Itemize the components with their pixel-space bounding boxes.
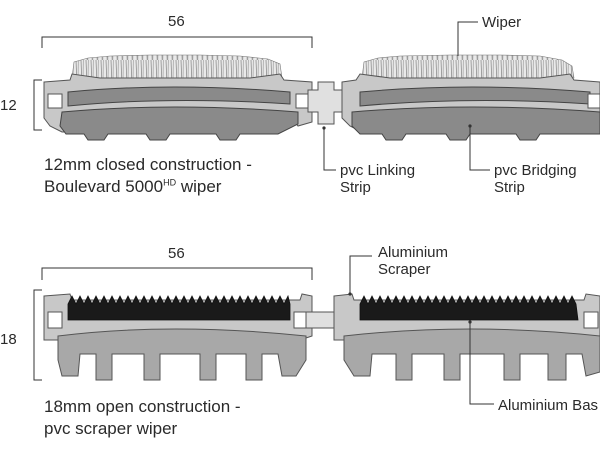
wiper-label: Wiper [482, 14, 522, 31]
top-right-pvc-bottom [351, 106, 600, 141]
scraper-label-line1: Aluminium [378, 244, 449, 261]
base-callout-line [469, 322, 494, 405]
top-linking-strip [307, 81, 345, 125]
bottom-caption-line1: 18mm open construction - [44, 397, 241, 416]
top-left-pvc-top [67, 86, 291, 107]
scraper-label: Aluminium Scraper [378, 244, 448, 279]
top-caption-line2-suffix: wiper [176, 177, 222, 197]
linking-strip-label-line2: Strip [340, 179, 371, 197]
top-height-bracket [33, 79, 42, 131]
bridging-strip-label: pvc Bridging Strip [494, 162, 577, 197]
aluminium-base-label: Aluminium Bas [498, 397, 599, 414]
scraper-callout-line [349, 255, 372, 294]
bridging-strip-label-line2: Strip [494, 179, 525, 197]
bottom-left-pvc [57, 328, 307, 381]
bottom-caption: 18mm open construction - pvc scraper wip… [44, 396, 241, 440]
top-left-bristles [71, 54, 283, 79]
top-left-pvc-bottom [59, 106, 299, 141]
linking-strip-label-line1: pvc Linking [340, 162, 416, 179]
bottom-width-bracket [41, 267, 313, 280]
bottom-left-profile [43, 293, 313, 381]
bottom-right-pvc [343, 328, 600, 381]
bottom-right-profile [333, 293, 600, 381]
top-caption-line1: 12mm closed construction - [44, 155, 252, 174]
wiper-callout-line [457, 21, 478, 56]
linking-callout-line [323, 128, 336, 171]
top-width-bracket [41, 36, 313, 48]
top-caption: 12mm closed construction - Boulevard 500… [44, 154, 252, 198]
bottom-width-dimension: 56 [168, 245, 185, 262]
top-right-profile [341, 54, 600, 141]
linking-strip-label: pvc Linking Strip [340, 162, 415, 197]
top-height-dimension: 12 [0, 97, 17, 114]
top-caption-line2-prefix: Boulevard 5000 [44, 177, 164, 197]
scraper-label-line2: Scraper [378, 261, 431, 279]
bridging-strip-label-line1: pvc Bridging [494, 162, 577, 179]
top-left-profile [43, 54, 313, 141]
top-width-dimension: 56 [168, 13, 185, 30]
bottom-right-rubber [359, 295, 579, 321]
bottom-left-rubber [67, 294, 291, 321]
bottom-height-dimension: 18 [0, 331, 17, 348]
bridging-callout-line [469, 126, 490, 171]
top-right-bristles [361, 54, 575, 79]
bottom-height-bracket [33, 289, 42, 381]
top-caption-sup: HD [163, 177, 177, 188]
bottom-caption-line2: pvc scraper wiper [44, 419, 178, 439]
